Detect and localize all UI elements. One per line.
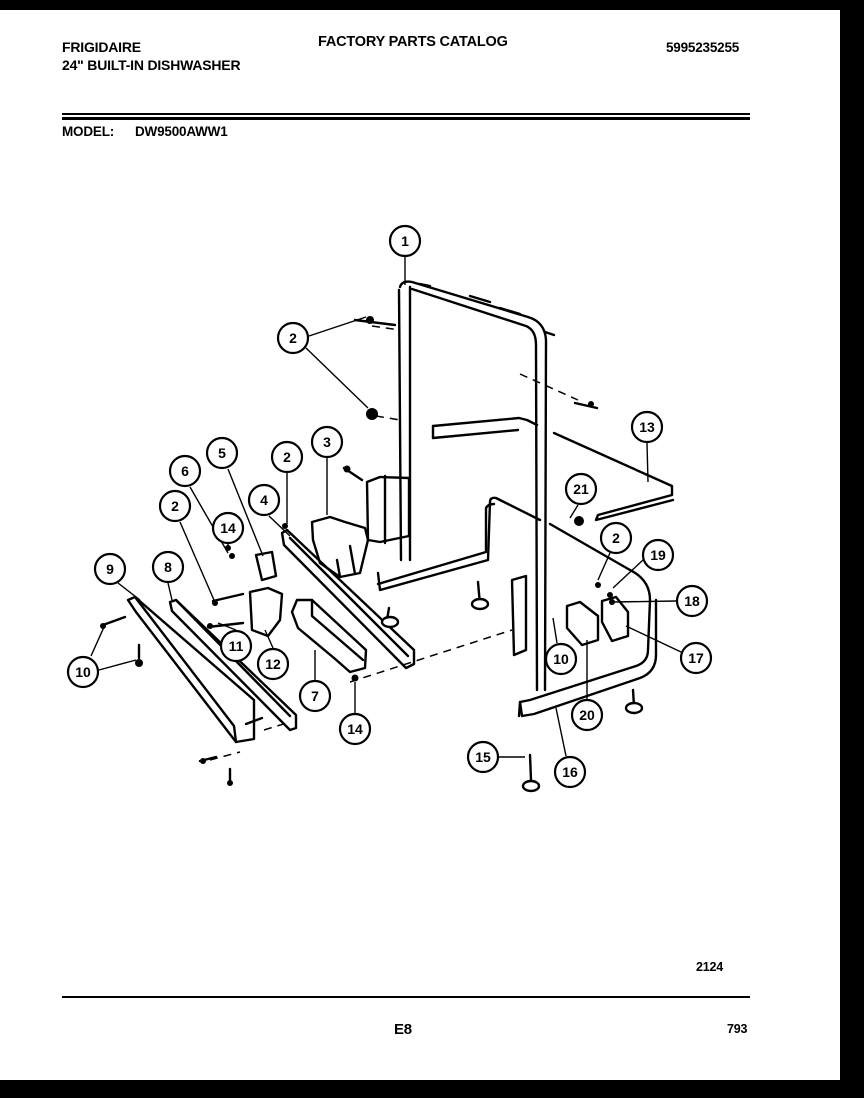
- callout-label: 2: [612, 530, 620, 546]
- callout-label: 14: [347, 721, 363, 737]
- catalog-number: 5995235255: [666, 40, 740, 55]
- callout-label: 21: [573, 481, 589, 497]
- callout-circle: [151, 550, 185, 584]
- callout-circle: [310, 425, 344, 459]
- callout-part-14: 14: [211, 511, 245, 545]
- screw-heads: [100, 316, 615, 786]
- callout-circle: [599, 521, 633, 555]
- callout-circle: [553, 755, 587, 789]
- callout-circle: [256, 647, 290, 681]
- leader-lines: [90, 257, 682, 758]
- callout-part-10: 10: [544, 642, 578, 676]
- callout-circle: [298, 679, 332, 713]
- callout-circle: [675, 584, 709, 618]
- callout-label: 1: [401, 233, 409, 249]
- footer-rule: [62, 996, 750, 998]
- callout-part-20: 20: [570, 698, 604, 732]
- callout-part-2: 2: [276, 321, 310, 355]
- callout-circle: [276, 321, 310, 355]
- callout-circle: [630, 410, 664, 444]
- callout-circle: [544, 642, 578, 676]
- callout-part-3: 3: [310, 425, 344, 459]
- callout-part-4: 4: [247, 483, 281, 517]
- callout-part-12: 12: [256, 647, 290, 681]
- callout-label: 19: [650, 547, 666, 563]
- callout-part-18: 18: [675, 584, 709, 618]
- callout-circle: [247, 483, 281, 517]
- callout-circle: [679, 641, 713, 675]
- header-rule: [62, 113, 750, 115]
- callout-part-17: 17: [679, 641, 713, 675]
- callout-circle: [564, 472, 598, 506]
- callout-label: 18: [684, 593, 700, 609]
- callout-label: 13: [639, 419, 655, 435]
- callout-circle: [219, 629, 253, 663]
- callout-label: 6: [181, 463, 189, 479]
- callout-part-2: 2: [158, 489, 192, 523]
- callout-label: 2: [283, 449, 291, 465]
- callout-label: 5: [218, 445, 226, 461]
- callout-part-19: 19: [641, 538, 675, 572]
- leveling-feet: [380, 597, 644, 793]
- callout-circle: [388, 224, 422, 258]
- callout-label: 2: [289, 330, 297, 346]
- date-code: 793: [727, 1022, 748, 1036]
- callout-label: 20: [579, 707, 595, 723]
- callout-label: 10: [553, 651, 569, 667]
- callout-part-8: 8: [151, 550, 185, 584]
- callout-part-13: 13: [630, 410, 664, 444]
- callout-label: 10: [75, 664, 91, 680]
- callout-label: 2: [171, 498, 179, 514]
- model-number: DW9500AWW1: [135, 124, 228, 139]
- callout-label: 3: [323, 434, 331, 450]
- callout-circle: [205, 436, 239, 470]
- callout-circle: [66, 655, 100, 689]
- callout-circle: [168, 454, 202, 488]
- diagram-line-art: [101, 280, 675, 782]
- callout-part-7: 7: [298, 679, 332, 713]
- callout-label: 16: [562, 764, 578, 780]
- callout-label: 17: [688, 650, 704, 666]
- callout-part-21: 21: [564, 472, 598, 506]
- callout-label: 9: [106, 561, 114, 577]
- callout-circle: [158, 489, 192, 523]
- callout-part-2: 2: [270, 440, 304, 474]
- callout-part-1: 1: [388, 224, 422, 258]
- callout-label: 12: [265, 656, 281, 672]
- callout-part-14: 14: [338, 712, 372, 746]
- page-code: E8: [394, 1021, 412, 1038]
- callout-part-10: 10: [66, 655, 100, 689]
- callout-label: 4: [260, 492, 268, 508]
- catalog-page: [0, 10, 840, 1080]
- product-name: 24" BUILT-IN DISHWASHER: [62, 57, 241, 73]
- callout-circle: [641, 538, 675, 572]
- callout-label: 8: [164, 559, 172, 575]
- callout-label: 15: [475, 749, 491, 765]
- brand-name: FRIGIDAIRE: [62, 39, 141, 55]
- callout-circle: [466, 740, 500, 774]
- callout-circle: [270, 440, 304, 474]
- callout-part-6: 6: [168, 454, 202, 488]
- callout-circle: [338, 712, 372, 746]
- assembly-lines: [209, 325, 579, 761]
- callout-part-11: 11: [219, 629, 253, 663]
- callout-part-9: 9: [93, 552, 127, 586]
- header-rule-thick: [62, 117, 750, 120]
- callout-label: 7: [311, 688, 319, 704]
- catalog-title: FACTORY PARTS CATALOG: [318, 34, 508, 50]
- callout-part-2: 2: [599, 521, 633, 555]
- callout-part-15: 15: [466, 740, 500, 774]
- callout-circle: [570, 698, 604, 732]
- callout-label: 14: [220, 520, 236, 536]
- callout-label: 11: [229, 638, 244, 654]
- model-label: MODEL:: [62, 124, 115, 139]
- callout-circle: [211, 511, 245, 545]
- figure-number: 2124: [696, 960, 724, 974]
- callout-part-16: 16: [553, 755, 587, 789]
- callout-circle: [93, 552, 127, 586]
- callout-part-5: 5: [205, 436, 239, 470]
